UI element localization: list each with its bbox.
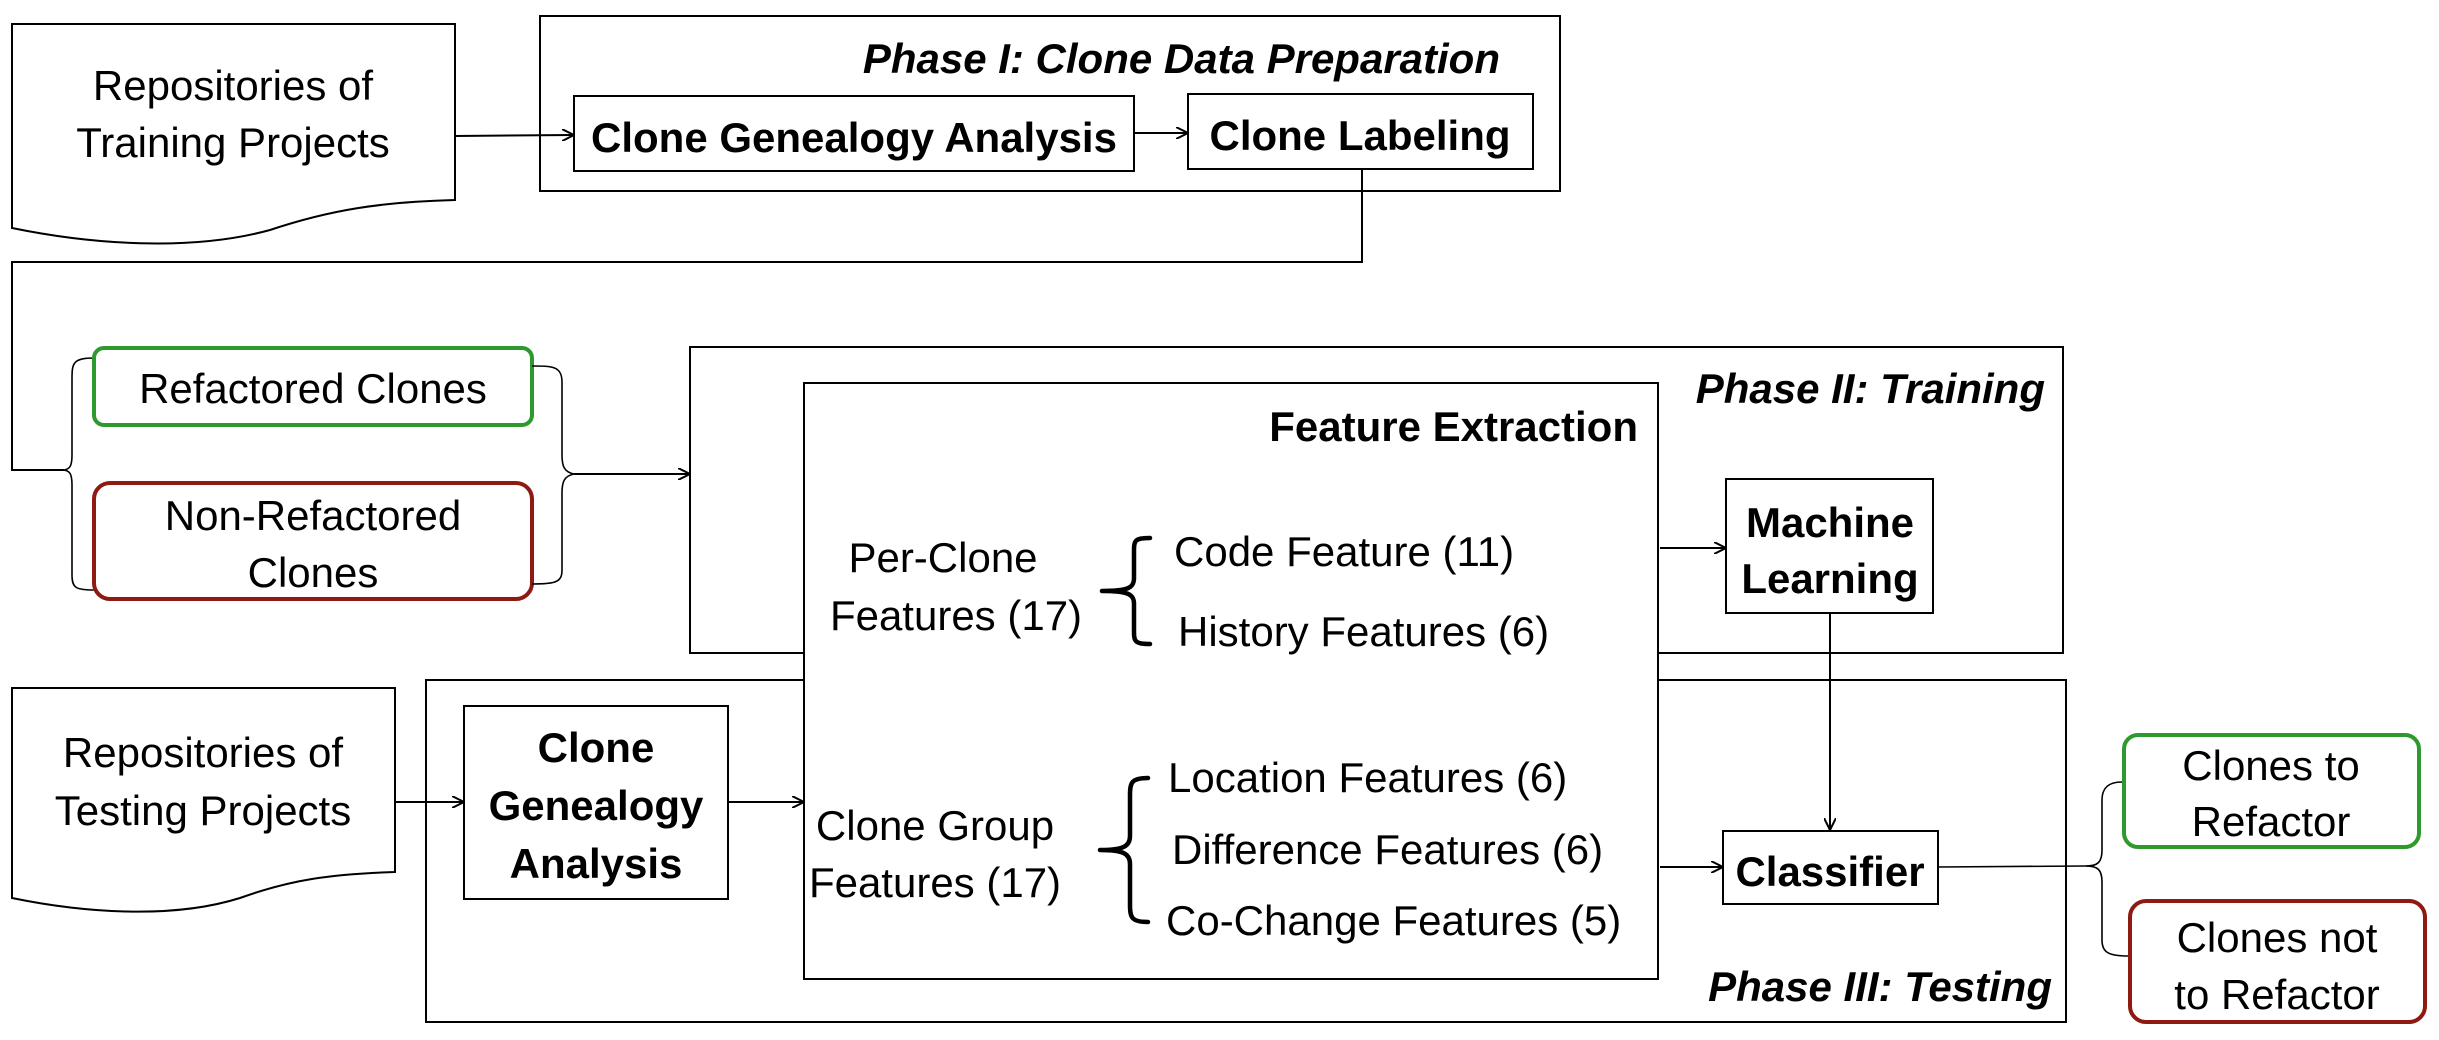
phase1-title: Phase I: Clone Data Preparation (863, 35, 1500, 82)
refactored-clones-box (92, 346, 534, 427)
code-feature-label: Code Feature (11) (1174, 528, 1514, 575)
per-clone-line1: Per-Clone (848, 534, 1037, 581)
feature-extraction-title: Feature Extraction (1269, 403, 1638, 450)
right-brace-clones (531, 365, 575, 585)
machine-learning-box (1725, 478, 1934, 614)
phase2-title: Phase II: Training (1696, 365, 2045, 412)
non-refactored-line2: Clones (248, 549, 379, 596)
training-repos-shape (11, 23, 456, 245)
clones-to-refactor-line2: Refactor (2192, 798, 2351, 845)
labeling-label: Clone Labeling (1209, 112, 1510, 159)
testing-repos-line1: Repositories of (63, 729, 343, 776)
non-refactored-clones-box (92, 481, 534, 601)
location-features-label: Location Features (6) (1168, 754, 1567, 801)
training-repos-line2: Training Projects (76, 119, 390, 166)
clone-group-line2: Features (17) (809, 859, 1061, 906)
output-connector-lower (2085, 865, 2129, 957)
test-genealogy-box (463, 705, 729, 900)
machine-learning-line1: Machine (1746, 499, 1914, 546)
clone-group-brace (1097, 775, 1151, 925)
cochange-features-label: Co-Change Features (5) (1166, 897, 1621, 944)
non-refactored-line1: Non-Refactored (165, 492, 461, 539)
phase3-title: Phase III: Testing (1708, 963, 2052, 1010)
clone-group-line1: Clone Group (816, 802, 1054, 849)
labeling-box (1187, 93, 1534, 170)
genealogy-box (573, 95, 1135, 172)
training-repos-line1: Repositories of (93, 62, 373, 109)
output-connector (1937, 781, 2123, 868)
machine-learning-line2: Learning (1741, 555, 1918, 602)
history-features-label: History Features (6) (1178, 608, 1549, 655)
feature-extraction-box (803, 382, 1659, 980)
clones-to-refactor-box (2122, 733, 2421, 849)
per-clone-line2: Features (17) (830, 592, 1082, 639)
clones-not-to-refactor-line1: Clones not (2177, 914, 2378, 961)
testing-repos-line2: Testing Projects (55, 787, 351, 834)
arrow-training-to-genealogy (454, 135, 573, 136)
test-genealogy-line1: Clone (538, 724, 655, 771)
genealogy-label: Clone Genealogy Analysis (591, 114, 1117, 161)
per-clone-brace (1099, 535, 1153, 647)
left-brace-clones (61, 357, 95, 591)
classifier-label: Classifier (1735, 848, 1924, 895)
clones-not-to-refactor-box (2128, 899, 2427, 1024)
refactored-clones-label: Refactored Clones (139, 365, 487, 412)
difference-features-label: Difference Features (6) (1172, 826, 1603, 873)
test-genealogy-line3: Analysis (510, 840, 683, 887)
clones-to-refactor-line1: Clones to (2182, 742, 2359, 789)
classifier-box (1722, 830, 1939, 905)
testing-repos-shape (11, 687, 396, 913)
clones-not-to-refactor-line2: to Refactor (2174, 971, 2379, 1018)
test-genealogy-line2: Genealogy (489, 782, 704, 829)
connector-labeling-to-clones (11, 169, 1363, 471)
